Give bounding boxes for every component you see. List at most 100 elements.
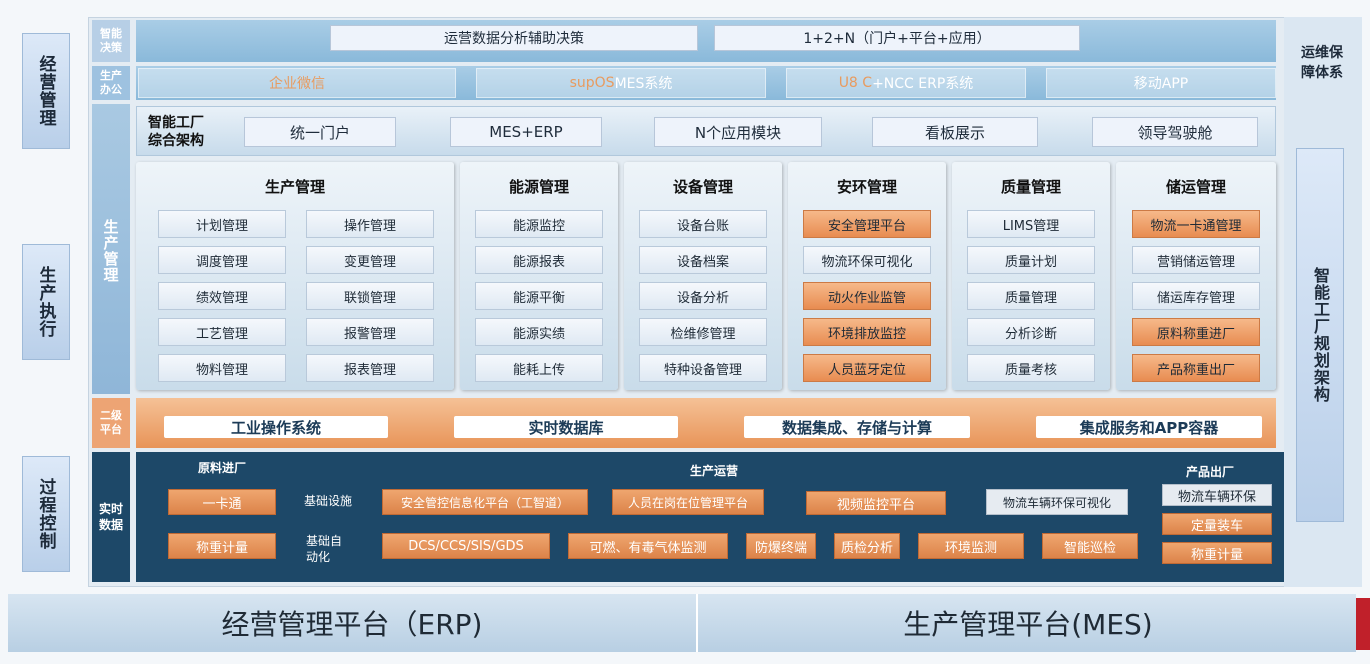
arch-btn-n-modules: N个应用模块 — [654, 117, 822, 147]
energy-item: 能耗上传 — [475, 354, 603, 382]
office-wechat-highlight: 企业微信 — [269, 76, 325, 92]
storage-item: 储运库存管理 — [1132, 282, 1260, 310]
office-mes-rest: MES系统 — [614, 76, 673, 92]
quality-item: LIMS管理 — [967, 210, 1095, 238]
realtime-raw-in: 原料进厂 — [198, 461, 247, 475]
accent-red-bar — [1356, 598, 1370, 650]
safety-item: 动火作业监管 — [803, 282, 931, 310]
platform-item-data: 数据集成、存储与计算 — [744, 416, 970, 438]
office-item-app: 移动APP — [1046, 68, 1276, 98]
arch-btn-kanban: 看板展示 — [872, 117, 1038, 147]
module-energy-title: 能源管理 — [508, 178, 569, 196]
rt-box-dcs: DCS/CCS/SIS/GDS — [382, 533, 550, 559]
row-label-office: 生产办公 — [92, 66, 130, 100]
left-label-execution: 生产执行 — [22, 244, 70, 360]
rt-box-gas: 可燃、有毒气体监测 — [568, 533, 728, 559]
office-item-erp: U8 C +NCC ERP系统 — [786, 68, 1026, 98]
arch-btn-mes-erp: MES+ERP — [450, 117, 602, 147]
rt-box-env-monitor: 环境监测 — [918, 533, 1024, 559]
quality-item: 分析诊断 — [967, 318, 1095, 346]
production-item: 报表管理 — [306, 354, 434, 382]
rt-box-quant-load: 定量装车 — [1162, 513, 1272, 535]
storage-item: 原料称重进厂 — [1132, 318, 1260, 346]
rt-box-quality-check: 质检分析 — [834, 533, 900, 559]
energy-item: 能源平衡 — [475, 282, 603, 310]
equipment-item: 特种设备管理 — [639, 354, 767, 382]
office-erp-rest: +NCC ERP系统 — [872, 76, 974, 92]
left-label-process: 过程控制 — [22, 456, 70, 572]
office-app-rest: 移动APP — [1133, 76, 1189, 92]
rt-box-explosion: 防爆终端 — [746, 533, 816, 559]
realtime-production-ops: 生产运营 — [690, 464, 739, 478]
rt-box-video: 视频监控平台 — [806, 491, 946, 515]
row-label-decision: 智能决策 — [92, 20, 130, 62]
rt-label-basic-auto: 基础自动化 — [306, 534, 343, 564]
platform-item-rtdb: 实时数据库 — [454, 416, 678, 438]
bottom-bar — [8, 594, 1356, 652]
office-item-mes: supOS MES系统 — [476, 68, 766, 98]
module-safety: 安环管理 安全管理平台 物流环保可视化 动火作业监管 环境排放监控 人员蓝牙定位 — [788, 162, 946, 390]
equipment-item: 检维修管理 — [639, 318, 767, 346]
module-production: 生产管理 计划管理 调度管理 绩效管理 工艺管理 物料管理 操作管理 变更管理 … — [136, 162, 454, 390]
equipment-item: 设备台账 — [639, 210, 767, 238]
module-energy: 能源管理 能源监控 能源报表 能源平衡 能源实绩 能耗上传 — [460, 162, 618, 390]
energy-item: 能源监控 — [475, 210, 603, 238]
rt-box-logistics-vis: 物流车辆环保可视化 — [986, 489, 1128, 515]
production-item: 报警管理 — [306, 318, 434, 346]
production-item: 工艺管理 — [158, 318, 286, 346]
safety-item: 安全管理平台 — [803, 210, 931, 238]
storage-item: 营销储运管理 — [1132, 246, 1260, 274]
decision-band — [136, 20, 1276, 62]
left-label-operations: 经营管理 — [22, 33, 70, 149]
realtime-product-out: 产品出厂 — [1186, 465, 1235, 479]
row-label-platform2: 二级平台 — [92, 398, 130, 448]
arch-title-line2: 综合架构 — [148, 133, 204, 149]
production-item: 操作管理 — [306, 210, 434, 238]
safety-item: 人员蓝牙定位 — [803, 354, 931, 382]
production-item: 调度管理 — [158, 246, 286, 274]
rt-box-weigh-out: 称重计量 — [1162, 542, 1272, 564]
decision-right-box: 1+2+N（门户+平台+应用） — [714, 25, 1080, 51]
decision-left-box: 运营数据分析辅助决策 — [330, 25, 698, 51]
row-label-mgmt-text: 生产管理 — [101, 219, 120, 283]
module-safety-title: 安环管理 — [836, 178, 897, 196]
row-label-office-text: 生产办公 — [100, 69, 122, 96]
production-item: 绩效管理 — [158, 282, 286, 310]
row-label-decision-text: 智能决策 — [100, 27, 122, 54]
production-item: 联锁管理 — [306, 282, 434, 310]
production-item: 变更管理 — [306, 246, 434, 274]
module-production-title: 生产管理 — [264, 178, 325, 196]
module-equipment-title: 设备管理 — [672, 178, 733, 196]
office-erp-highlight: U8 C — [838, 75, 873, 91]
production-item: 计划管理 — [158, 210, 286, 238]
module-quality-title: 质量管理 — [1000, 178, 1061, 196]
platform-item-os: 工业操作系统 — [164, 416, 388, 438]
bottom-erp-platform: 经营管理平台（ERP) — [8, 594, 698, 652]
module-quality: 质量管理 LIMS管理 质量计划 质量管理 分析诊断 质量考核 — [952, 162, 1110, 390]
office-band — [136, 66, 1276, 100]
ops-support-text: 运维保障体系 — [1301, 45, 1343, 81]
storage-item: 物流一卡通管理 — [1132, 210, 1260, 238]
ops-support-label: 运维保障体系 — [1290, 28, 1354, 98]
rt-box-personnel: 人员在岗在位管理平台 — [612, 489, 764, 515]
rt-box-weigh-in: 称重计量 — [168, 533, 276, 559]
safety-item: 环境排放监控 — [803, 318, 931, 346]
arch-title-line1: 智能工厂 — [148, 115, 204, 131]
energy-item: 能源报表 — [475, 246, 603, 274]
arch-btn-portal: 统一门户 — [244, 117, 396, 147]
arch-title: 智能工厂 综合架构 — [148, 114, 228, 152]
module-storage: 储运管理 物流一卡通管理 营销储运管理 储运库存管理 原料称重进厂 产品称重出厂 — [1116, 162, 1276, 390]
office-mes-highlight: supOS — [569, 75, 615, 91]
row-label-mgmt: 生产管理 — [92, 104, 130, 394]
rt-box-vehicle-env: 物流车辆环保 — [1162, 484, 1272, 506]
left-label-execution-text: 生产执行 — [35, 266, 56, 338]
planning-text: 智能工厂规划架构 — [1311, 267, 1330, 403]
office-item-wechat: 企业微信 — [138, 68, 456, 98]
rt-box-card: 一卡通 — [168, 489, 276, 515]
platform-item-app: 集成服务和APP容器 — [1036, 416, 1262, 438]
module-equipment: 设备管理 设备台账 设备档案 设备分析 检维修管理 特种设备管理 — [624, 162, 782, 390]
row-label-realtime: 实时数据 — [92, 452, 130, 582]
left-label-process-text: 过程控制 — [35, 478, 56, 550]
planning-label: 智能工厂规划架构 — [1296, 148, 1344, 522]
rt-box-safety-platform: 安全管控信息化平台（工智道） — [382, 489, 588, 515]
